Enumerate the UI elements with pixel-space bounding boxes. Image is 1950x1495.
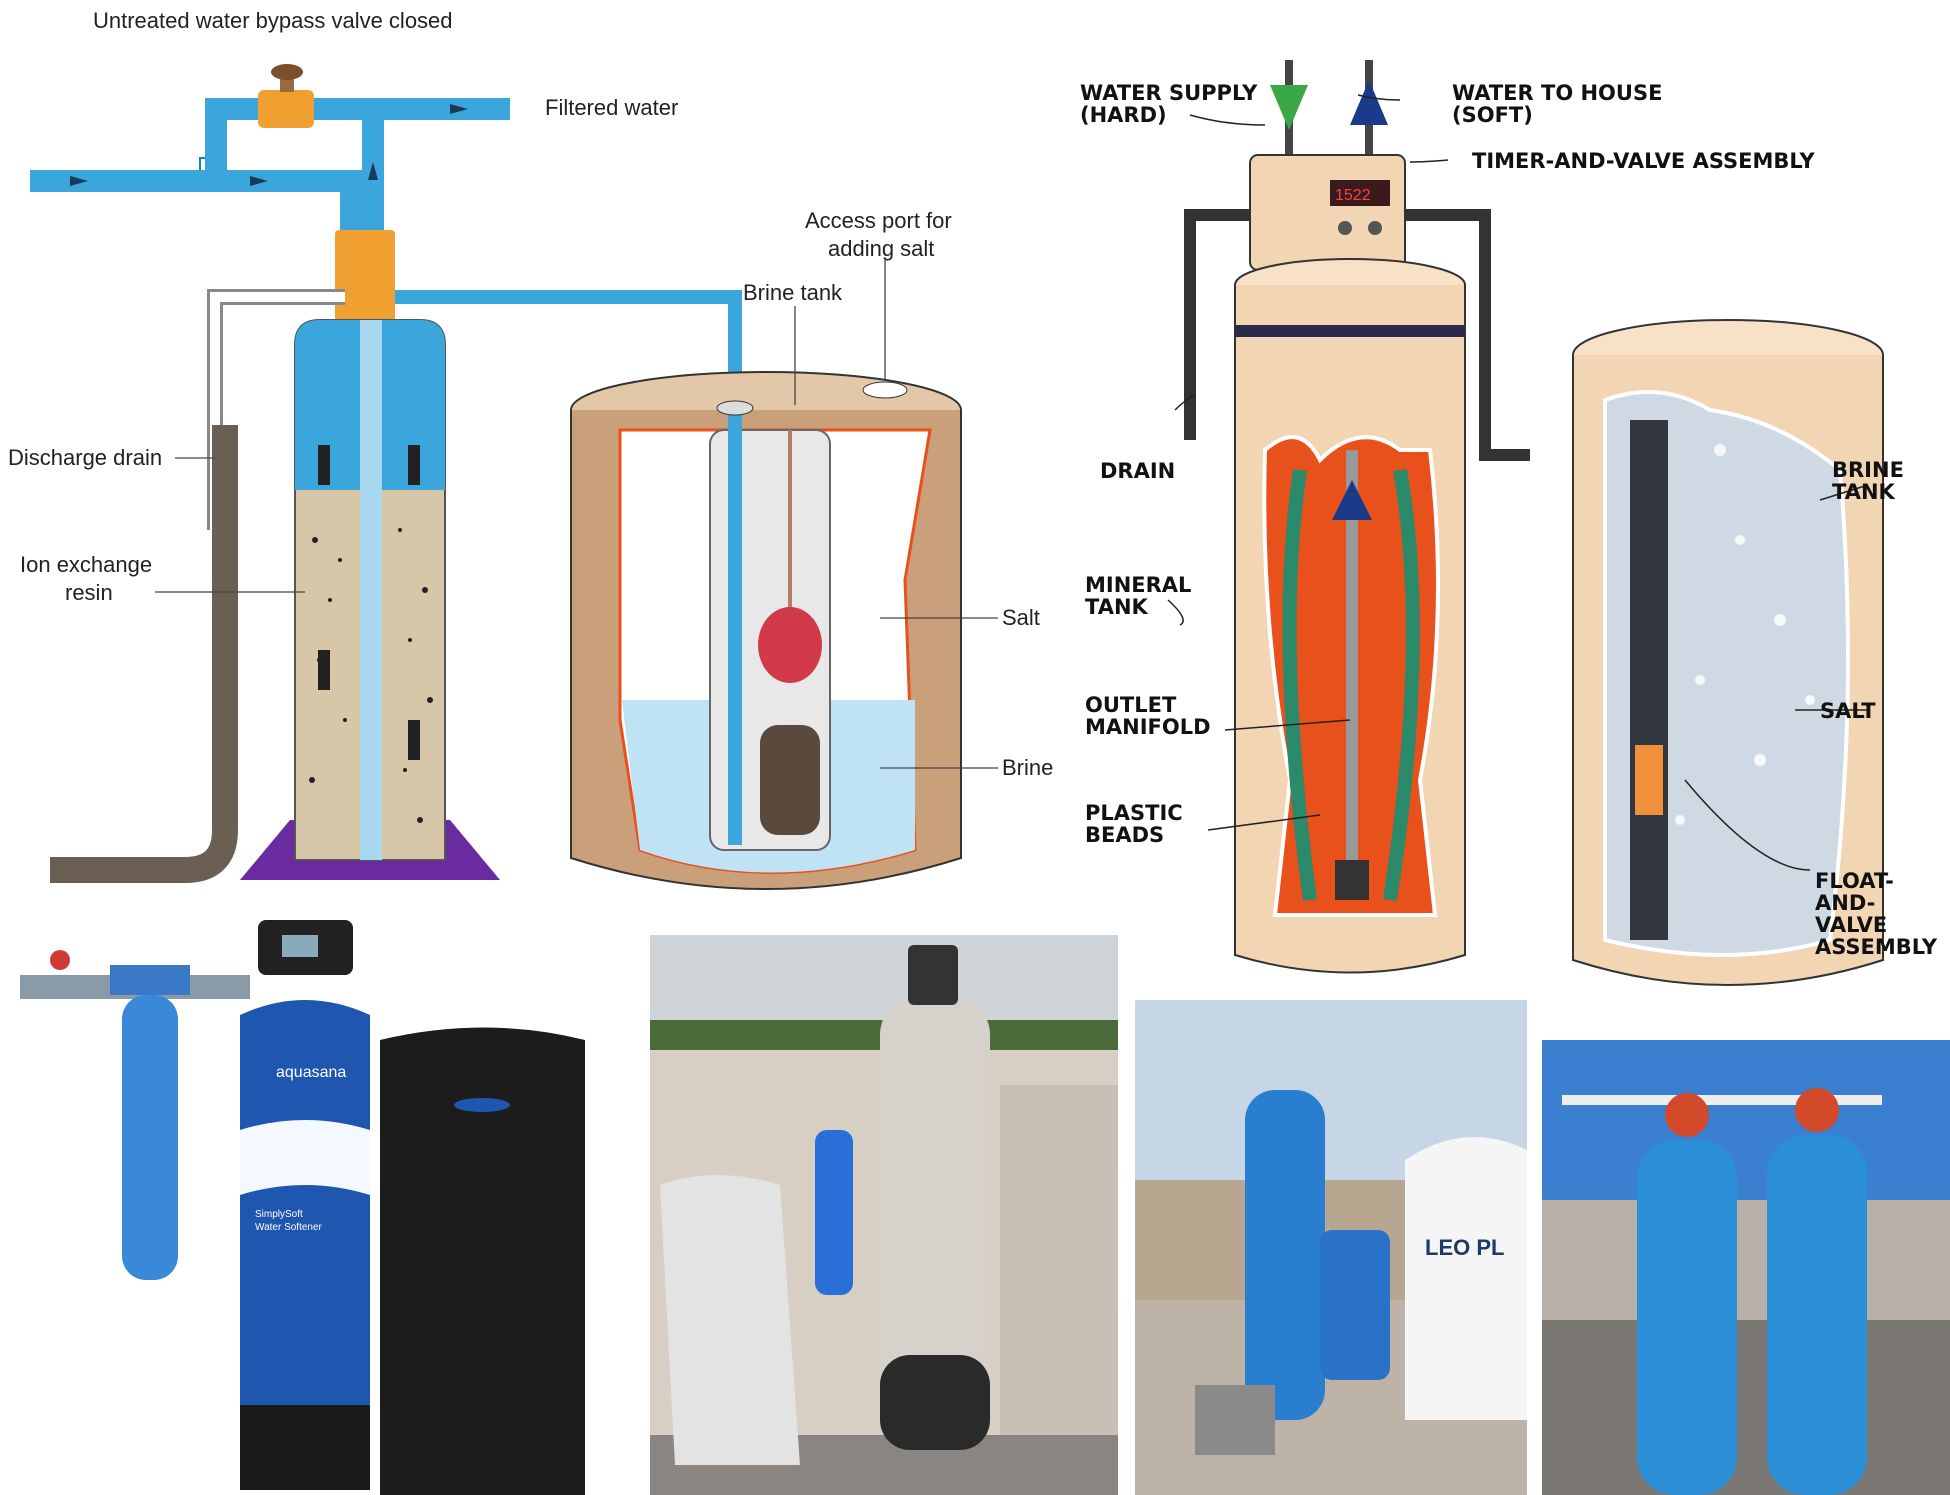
label-mineral-tank-line1: MINERAL xyxy=(1085,573,1191,597)
softener-illustration-svg: 1522 WATER SUPPLY (HARD) WATER TO HOUSE … xyxy=(1080,60,1938,986)
brine-tank-grey xyxy=(660,1175,800,1465)
label-brine-tank-line2: TANK xyxy=(1832,480,1896,504)
terrace-photo-svg xyxy=(650,935,1118,1495)
brine-well-illustration xyxy=(1630,420,1668,940)
soft-water-arrow xyxy=(1350,80,1388,125)
bypass-valve xyxy=(258,90,314,128)
label-outlet-manifold-line2: MANIFOLD xyxy=(1085,715,1211,739)
twin-tank-left xyxy=(1637,1140,1737,1495)
label-brine: Brine xyxy=(1002,755,1053,780)
float-valve xyxy=(1635,745,1663,815)
label-plastic-beads-line2: BEADS xyxy=(1085,823,1164,847)
riser-tube xyxy=(360,320,382,860)
twin-tanks-svg xyxy=(1542,1040,1950,1495)
prefilter-housing xyxy=(122,995,178,1280)
prefilter-blue xyxy=(815,1130,853,1295)
label-brine-tank: Brine tank xyxy=(743,280,843,305)
aquasana-brand: aquasana xyxy=(276,1064,346,1081)
twin-tank-right xyxy=(1767,1135,1867,1495)
installation-photo-twin-tanks xyxy=(1542,1040,1950,1495)
discharge-drain-pipe xyxy=(50,425,238,883)
label-access-port-line2: adding salt xyxy=(828,236,934,261)
aquasana-product-line1: SimplySoft xyxy=(255,1209,303,1220)
salt-access-port xyxy=(862,381,908,399)
label-outlet-manifold-line1: OUTLET xyxy=(1085,693,1177,717)
filtered-outlet-pipe xyxy=(360,98,510,120)
brine-line xyxy=(1405,209,1530,461)
water-storage-tank xyxy=(1405,1137,1527,1420)
timer-valve-assembly xyxy=(1249,154,1406,271)
aquasana-product-line2: Water Softener xyxy=(255,1222,323,1233)
label-water-supply-line1: WATER SUPPLY xyxy=(1080,81,1258,105)
label-ion-exchange-line2: resin xyxy=(65,580,113,605)
valve-right xyxy=(1795,1088,1839,1132)
label-float-line3: VALVE xyxy=(1815,913,1887,937)
control-head-fitting xyxy=(335,230,395,322)
label-plastic-beads-line1: PLASTIC xyxy=(1085,801,1183,825)
label-float-line2: AND- xyxy=(1815,891,1875,915)
aquasana-brine-cabinet xyxy=(380,1027,585,1495)
rooftop-brine-drum xyxy=(1320,1230,1390,1380)
softener-cutaway-diagram: Untreated water bypass valve closed Filt… xyxy=(0,0,1060,905)
label-float-line4: ASSEMBLY xyxy=(1815,935,1938,959)
softener-cutaway-svg: Untreated water bypass valve closed Filt… xyxy=(8,8,1053,890)
timer-display: 1522 xyxy=(1335,187,1371,204)
label-bypass-valve: Untreated water bypass valve closed xyxy=(93,8,453,33)
label-float-line1: FLOAT- xyxy=(1815,869,1894,893)
valve-left xyxy=(1665,1093,1709,1137)
fiberglass-softener-tank xyxy=(880,995,990,1445)
label-filtered-water: Filtered water xyxy=(545,95,678,120)
outlet-manifold xyxy=(1346,450,1358,870)
label-access-port-line1: Access port for xyxy=(805,208,952,233)
float xyxy=(758,607,822,683)
brine-valve xyxy=(760,725,820,835)
label-brine-tank-line1: BRINE xyxy=(1832,458,1904,482)
installation-photo-rooftop: LEO PL xyxy=(1135,1000,1527,1495)
label-mineral-tank-line2: TANK xyxy=(1085,595,1149,619)
inlet-pipe xyxy=(30,170,360,192)
rooftop-softener-tank xyxy=(1245,1090,1325,1420)
label-ion-exchange-line1: Ion exchange xyxy=(20,552,152,577)
rooftop-photo-svg: LEO PL xyxy=(1135,1000,1527,1495)
label-timer-valve-assembly: TIMER-AND-VALVE ASSEMBLY xyxy=(1472,149,1815,173)
label-water-supply-line2: (HARD) xyxy=(1080,103,1167,127)
label-water-to-house-line1: WATER TO HOUSE xyxy=(1452,81,1662,105)
label-discharge-drain: Discharge drain xyxy=(8,445,162,470)
hard-water-arrow xyxy=(1270,85,1308,130)
label-salt-right: SALT xyxy=(1820,699,1876,723)
product-photo-aquasana: aquasana SimplySoft Water Softener xyxy=(0,905,650,1495)
label-drain: DRAIN xyxy=(1100,459,1175,483)
aquasana-photo-svg: aquasana SimplySoft Water Softener xyxy=(20,920,585,1495)
installation-photo-terrace xyxy=(650,935,1118,1495)
label-salt: Salt xyxy=(1002,605,1040,630)
water-tank-brand-text: LEO PL xyxy=(1425,1235,1504,1260)
aquasana-resin-tank xyxy=(240,1000,370,1445)
softener-illustration: 1522 WATER SUPPLY (HARD) WATER TO HOUSE … xyxy=(1060,0,1950,1005)
label-water-to-house-line2: (SOFT) xyxy=(1452,103,1533,127)
drain-pipe xyxy=(1184,209,1250,440)
